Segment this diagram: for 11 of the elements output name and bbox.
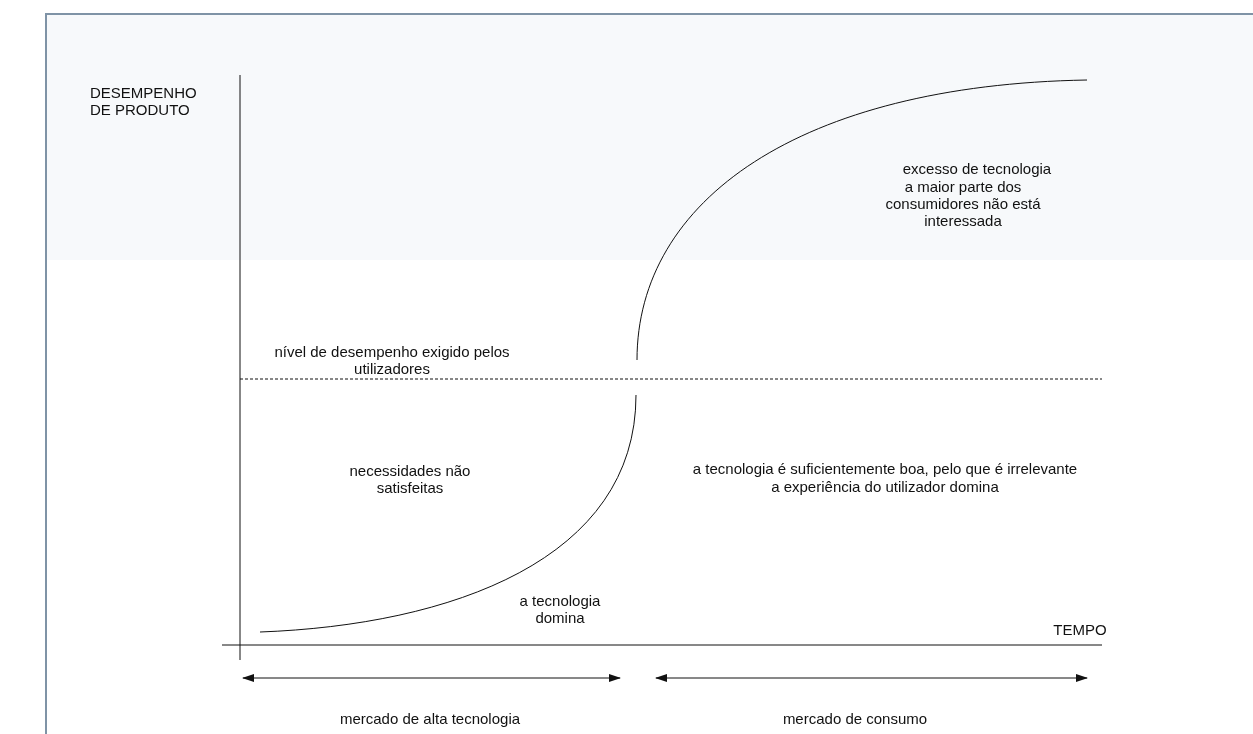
threshold-label: nível de desempenho exigido pelos utilizadores [273, 343, 511, 377]
range-label: mercado de consumo [781, 710, 929, 727]
annotation-text: excesso de tecnologia [901, 160, 1053, 177]
annotation-text: a tecnologia é suficientemente boa, pelo que é irrelevante [691, 460, 1079, 477]
range-label: mercado de alta tecnologia [338, 710, 522, 727]
annotation-text: a tecnologia domina [518, 592, 602, 626]
axis-title: TEMPO [1052, 621, 1108, 638]
annotation-text: necessidades não satisfeitas [348, 462, 472, 496]
annotation-text: a maior parte dos consumidores não está interessada [884, 178, 1042, 229]
annotation-text: a experiência do utilizador domina [770, 478, 1000, 495]
axis-title: DESEMPENHO DE PRODUTO [90, 84, 198, 118]
